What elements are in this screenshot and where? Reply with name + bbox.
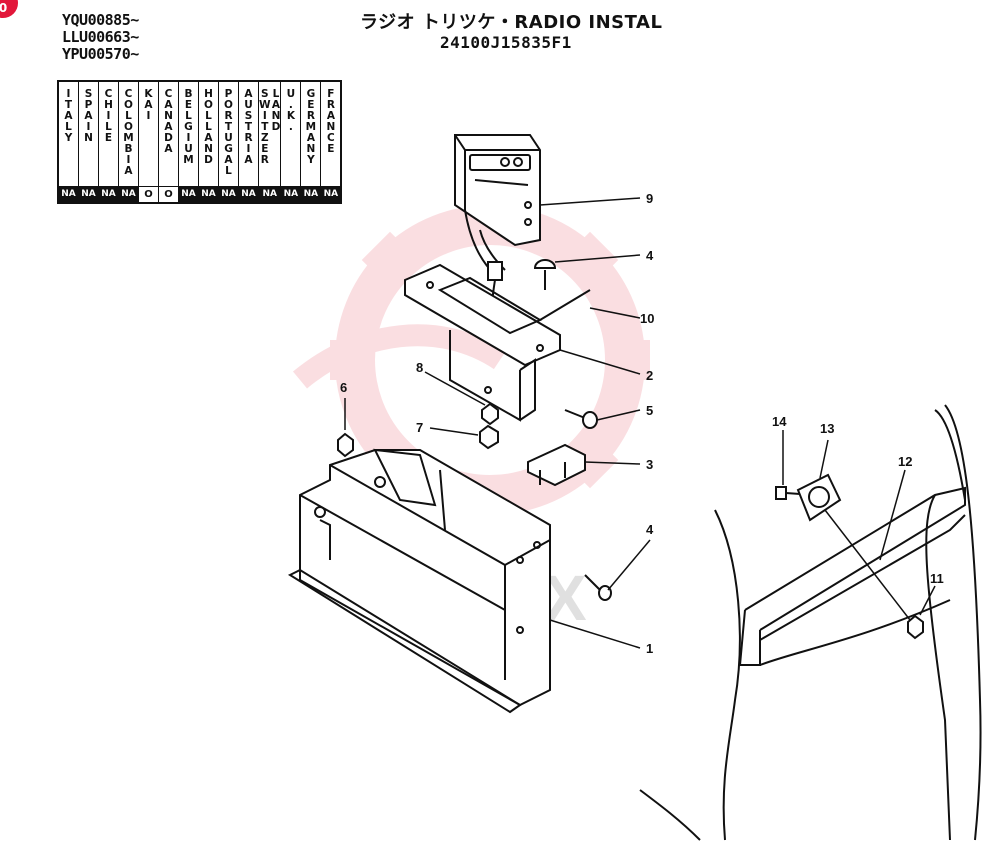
leader-lines (344, 197, 936, 649)
callout-13: 13 (820, 421, 834, 436)
screw-lower (584, 574, 612, 601)
diagram-title: ラジオ トリツケ・RADIO INSTAL (360, 12, 663, 33)
country-value-cell: NA (300, 186, 322, 204)
callout-14: 14 (772, 414, 787, 429)
country-value-cell: NA (178, 186, 199, 204)
callout-3: 3 (646, 457, 653, 472)
bolt (564, 409, 598, 429)
country-value-cell: O (138, 186, 159, 204)
antenna-cable (539, 289, 591, 321)
callout-12: 12 (898, 454, 912, 469)
radio-unit (454, 134, 541, 341)
callout-11: 11 (930, 571, 944, 586)
country-name: U.K. (286, 88, 296, 133)
callout-7: 7 (416, 420, 423, 435)
screw-top (533, 259, 557, 290)
speaker-screw (775, 486, 801, 500)
callout-4-lower: 4 (646, 522, 654, 537)
serial-3: YPU00570~ (62, 45, 139, 63)
serial-1: YQU00885~ (62, 11, 139, 29)
mounting-box (287, 448, 551, 714)
callout-2: 2 (646, 368, 653, 383)
speaker (796, 473, 842, 522)
callout-4-top: 4 (646, 248, 654, 263)
callout-8: 8 (416, 360, 423, 375)
country-value-cell: NA (238, 186, 259, 204)
corner-badge: 0 (0, 0, 18, 18)
cab-section (639, 404, 982, 841)
callout-5: 5 (646, 403, 653, 418)
country-value-cell: NA (57, 186, 79, 204)
callout-9: 9 (646, 191, 653, 206)
clamp (527, 443, 586, 487)
part-number: 24100J15835F1 (440, 33, 572, 52)
nuts (337, 402, 499, 458)
country-value-cell: NA (198, 186, 219, 204)
country-value-cell: O (158, 186, 179, 204)
callout-1: 1 (646, 641, 653, 656)
serial-2: LLU00663~ (62, 28, 139, 46)
country-value-cell: NA (218, 186, 239, 204)
speaker-nut (907, 614, 924, 640)
country-value-cell: NA (320, 186, 342, 204)
serial-numbers: YQU00885~ LLU00663~ YPU00570~ (62, 12, 139, 63)
country-value-cell: NA (257, 186, 282, 204)
callout-10: 10 (640, 311, 654, 326)
callout-6: 6 (340, 380, 347, 395)
